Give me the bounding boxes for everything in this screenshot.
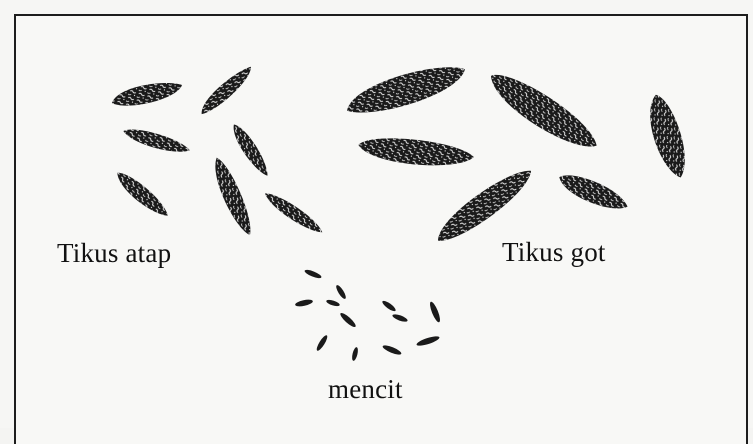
roof-rat-dropping <box>111 169 174 220</box>
roof-rat-dropping <box>195 64 258 117</box>
roof-rat-dropping <box>260 190 327 236</box>
mouse-dropping <box>416 334 441 347</box>
mouse-dropping <box>304 268 323 280</box>
sewer-rat-label: Tikus got <box>502 237 606 268</box>
droppings-illustration <box>0 0 753 428</box>
sewer-rat-dropping <box>639 91 697 181</box>
mouse-dropping <box>335 284 348 300</box>
mouse-dropping <box>428 301 442 324</box>
mouse-dropping <box>326 299 341 308</box>
sewer-rat-dropping <box>428 164 540 248</box>
sewer-rat-dropping <box>480 68 606 155</box>
roof-rat-dropping <box>110 80 184 109</box>
figure-frame: Tikus atap Tikus got mencit <box>0 0 753 428</box>
roof-rat-dropping <box>205 155 261 238</box>
sewer-rat-droppings <box>342 62 696 248</box>
mouse-label: mencit <box>328 374 403 405</box>
roof-rat-label: Tikus atap <box>57 238 171 269</box>
sewer-rat-dropping <box>555 171 632 214</box>
sewer-rat-dropping <box>342 62 470 118</box>
mouse-dropping <box>295 298 314 307</box>
roof-rat-droppings <box>110 64 327 238</box>
roof-rat-dropping <box>226 122 275 179</box>
mouse-dropping <box>382 344 403 357</box>
sewer-rat-dropping <box>357 136 474 169</box>
mouse-dropping <box>315 334 329 352</box>
roof-rat-dropping <box>121 127 192 156</box>
mouse-dropping <box>351 347 359 362</box>
mouse-dropping <box>339 311 358 329</box>
mouse-droppings <box>295 268 442 361</box>
mouse-dropping <box>381 299 397 313</box>
mouse-dropping <box>392 313 409 323</box>
